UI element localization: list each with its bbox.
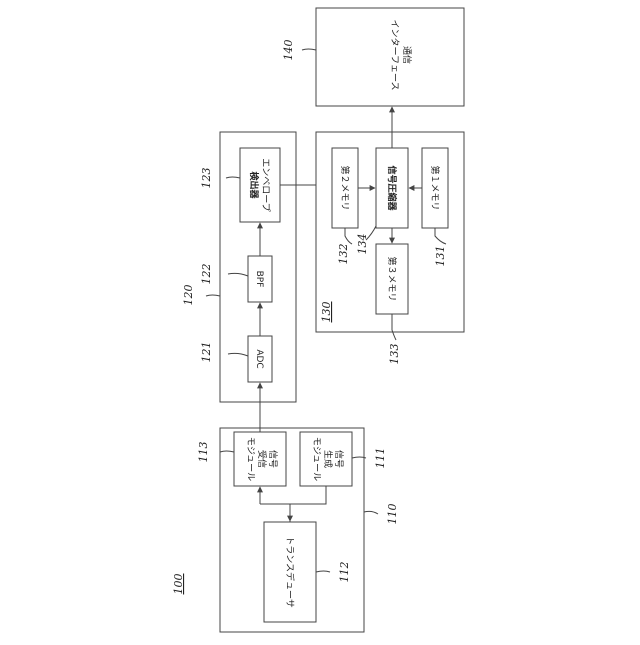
ref-134: 134 [356,234,369,255]
svg-text:モジュール: モジュール [245,437,255,481]
svg-text:BPF: BPF [254,271,264,288]
bpf-label: BPF [254,271,264,288]
svg-text:100: 100 [172,574,185,595]
ref-140: 140 [282,40,295,61]
svg-text:検出器: 検出器 [248,171,260,199]
transducer-label: トランスデューサ [284,536,296,608]
ref-111: 111 [374,448,387,469]
svg-text:113: 113 [197,442,210,463]
svg-text:第２メモリ: 第２メモリ [339,165,351,210]
svg-text:第１メモリ: 第１メモリ [429,165,441,210]
svg-text:110: 110 [386,504,399,525]
svg-text:111: 111 [374,448,387,469]
envelope-detector-box [240,148,280,222]
memory1-label: 第１メモリ [429,165,441,210]
svg-text:第３メモリ: 第３メモリ [386,256,398,301]
ref-122: 122 [200,264,213,285]
svg-text:123: 123 [200,168,213,189]
svg-text:トランスデューサ: トランスデューサ [284,536,296,608]
svg-text:131: 131 [434,246,447,267]
svg-text:モジュール: モジュール [311,437,321,481]
signal-compressor-label: 信号圧縮器 [386,165,398,211]
ref-120: 120 [182,285,195,306]
ref-133: 133 [388,344,401,365]
svg-text:信号圧縮器: 信号圧縮器 [386,165,398,211]
ref-112: 112 [338,562,351,583]
svg-text:134: 134 [356,234,369,255]
ref-110: 110 [386,504,399,525]
leader-110 [364,511,378,514]
adc-label: ADC [254,349,264,368]
svg-text:生成: 生成 [322,450,334,468]
svg-text:エンベロープ: エンベロープ [260,158,271,211]
svg-text:121: 121 [200,342,213,363]
svg-text:通信: 通信 [401,46,413,64]
svg-text:120: 120 [182,285,195,306]
leader-140 [302,49,316,50]
ref-132: 132 [337,244,350,265]
ref-131: 131 [434,246,447,267]
svg-text:信号: 信号 [267,450,279,468]
ref-100: 100 [172,574,185,595]
svg-text:133: 133 [388,344,401,365]
svg-text:140: 140 [282,40,295,61]
svg-text:132: 132 [337,244,350,265]
svg-text:受信: 受信 [256,450,268,468]
ref-121: 121 [200,342,213,363]
svg-text:信号: 信号 [333,450,345,468]
ref-113: 113 [197,442,210,463]
svg-text:130: 130 [320,302,333,323]
memory3-label: 第３メモリ [386,256,398,301]
ref-123: 123 [200,168,213,189]
memory2-label: 第２メモリ [339,165,351,210]
svg-text:112: 112 [338,562,351,583]
svg-text:122: 122 [200,264,213,285]
svg-text:インターフェース: インターフェース [389,19,400,90]
svg-text:ADC: ADC [254,349,264,368]
leader-120 [206,295,220,296]
ref-130: 130 [320,302,333,323]
